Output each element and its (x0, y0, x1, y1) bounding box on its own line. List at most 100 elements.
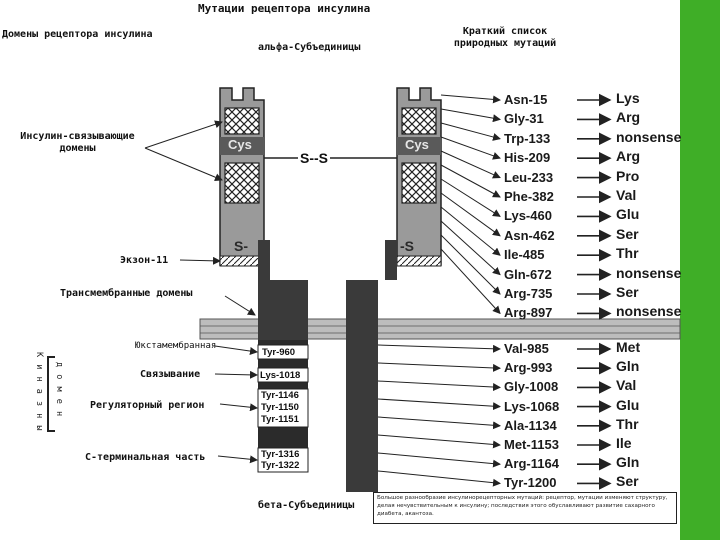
residue-lys-1018: Lys-1018 (260, 370, 301, 381)
mutation-site: Leu-233 (504, 169, 554, 185)
mutation-pointer (440, 122, 501, 141)
mutation-result: Ser (616, 473, 639, 490)
label-pointer (217, 455, 258, 464)
binding-domains-label: Инсулин-связывающие домены (20, 131, 135, 154)
mutation-site: Asn-15 (504, 92, 548, 107)
membrane-band (199, 318, 681, 340)
mutation-pointer (377, 344, 501, 353)
beta-subunit-left (257, 240, 309, 473)
mutation-result: Glu (616, 396, 640, 413)
cys-left: Cys (228, 137, 252, 152)
mutation-site: Trp-133 (504, 130, 551, 146)
mutation-result: nonsense (616, 264, 682, 281)
juxtamembrane-label: Юкстамембранная (135, 341, 217, 351)
domains-label: Домены рецептора инсулина (2, 29, 153, 40)
short-list-label: Краткий список природных мутаций (453, 26, 557, 49)
mutation-pointer (377, 380, 501, 392)
mutation-site: Lys-1068 (504, 398, 560, 414)
binding-label: Связывание (140, 369, 201, 380)
mutation-result: Thr (616, 245, 639, 262)
pointer-lines (144, 94, 501, 487)
mutation-site: Val-985 (504, 341, 549, 356)
label-pointer (224, 295, 256, 316)
mutation-site: His-209 (504, 150, 551, 166)
mutation-pointer (377, 416, 501, 430)
mutation-site: Gln-672 (504, 266, 552, 282)
mutation-site: Gly-1008 (504, 379, 559, 395)
mutation-site: Phe-382 (504, 189, 554, 204)
mutation-result: Lys (616, 90, 640, 106)
residue-tyr-1150: Tyr-1150 (261, 402, 299, 413)
page-title: Мутации рецептора инсулина (198, 2, 371, 15)
mutation-site: Lys-460 (504, 208, 552, 224)
ss-bond-label: S--S (298, 150, 330, 167)
mutation-site: Ala-1134 (504, 417, 557, 433)
mutation-result: Thr (616, 415, 639, 432)
residue-tyr-1322: Tyr-1322 (261, 460, 300, 471)
mutation-result: Pro (616, 167, 640, 184)
label-pointer (214, 345, 258, 355)
mutation-result: Ile (616, 435, 632, 451)
label-pointer (179, 256, 221, 265)
residue-tyr-1146: Tyr-1146 (261, 390, 299, 401)
cys-right: Cys (405, 137, 429, 152)
label-pointer (144, 120, 223, 149)
footnote-box: Большое разнообразие инсулинорецепторных… (373, 492, 677, 524)
mutation-result: Met (616, 339, 641, 355)
mutation-result: Gln (616, 454, 640, 471)
mutation-pointer (377, 452, 501, 468)
label-pointer (219, 403, 258, 412)
regulatory-label: Регуляторный регион (90, 400, 205, 411)
mutation-site: Arg-897 (504, 305, 553, 321)
mutation-pointer (440, 108, 501, 123)
mutation-pointer (377, 362, 501, 372)
label-pointer (214, 370, 258, 379)
beta-subunit-right (346, 240, 397, 492)
kinase-label-right: д о м е н (54, 362, 64, 418)
kinase-label-left: К и н а з н ы (34, 352, 44, 432)
mutation-result: Gln (616, 358, 640, 375)
mutation-result: nonsense (616, 303, 682, 320)
alpha-subunit-left (219, 87, 265, 267)
mutation-pointer (377, 434, 501, 449)
mutation-arrows (577, 93, 612, 490)
mutation-site: Met-1153 (504, 437, 559, 452)
beta-label: бета-Субъединицы (258, 500, 355, 511)
kinase-bracket (47, 356, 55, 432)
mutation-pointer (377, 470, 501, 487)
mutation-result: Glu (616, 206, 640, 223)
mutation-pointer (440, 178, 501, 217)
mutation-pointer (440, 234, 501, 295)
mutation-pointer (440, 164, 501, 198)
label-pointer (144, 147, 223, 182)
mutation-site: Ile-485 (504, 247, 545, 263)
s-right-label: -S (400, 238, 414, 254)
mutation-pointer (440, 206, 501, 256)
mutation-result: Ser (616, 225, 639, 242)
alpha-subunit-right (396, 87, 442, 267)
mutation-site: Asn-462 (504, 227, 555, 243)
mutation-result: nonsense (616, 128, 682, 145)
green-sidebar (680, 0, 720, 540)
residue-tyr-960: Tyr-960 (262, 347, 296, 358)
residue-tyr-1316: Tyr-1316 (261, 449, 300, 460)
mutation-site: Gly-31 (504, 111, 544, 127)
mutation-site: Arg-993 (504, 360, 553, 376)
c-terminal-label: С-терминальная часть (85, 452, 206, 463)
mutation-result: Ser (616, 284, 639, 300)
transmembrane-label: Трансмембранные домены (60, 288, 193, 299)
s-left-label: S- (234, 238, 248, 254)
mutation-result: Arg (616, 109, 641, 126)
mutation-pointer (440, 136, 501, 160)
mutation-result: Val (616, 187, 637, 203)
mutation-pointer (440, 220, 501, 276)
mutation-site: Arg-735 (504, 286, 553, 301)
mutation-pointer (440, 248, 501, 315)
exon11-label: Экзон-11 (120, 255, 169, 266)
mutation-result: Arg (616, 148, 641, 165)
mutation-site: Tyr-1200 (504, 475, 557, 491)
mutation-site: Arg-1164 (504, 456, 559, 472)
alpha-label: альфа-Субъединицы (258, 42, 361, 53)
mutation-pointer (440, 150, 501, 179)
